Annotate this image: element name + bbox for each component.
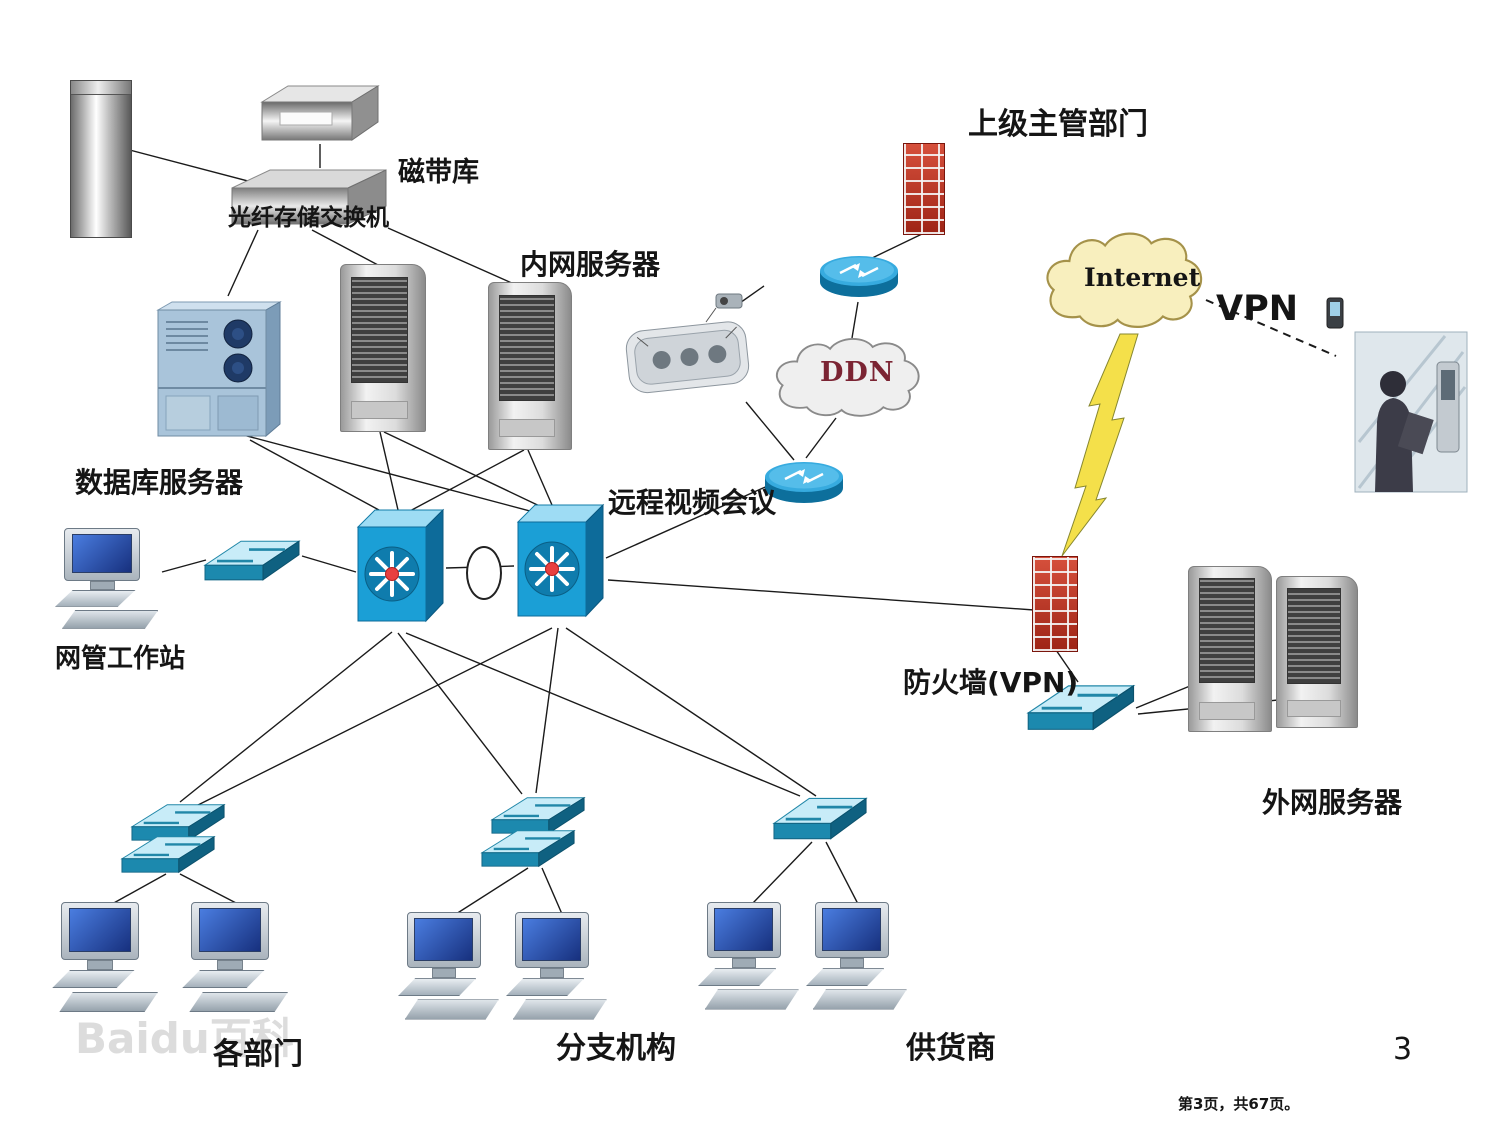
label-superior-department: 上级主管部门 bbox=[968, 107, 1148, 142]
lightning-bolt bbox=[1061, 333, 1139, 557]
baidu-watermark: Baidu百科 bbox=[75, 1014, 294, 1063]
desk-base bbox=[704, 989, 799, 1010]
label-tape-library: 磁带库 bbox=[398, 157, 479, 188]
department-pc-2 bbox=[182, 902, 300, 1017]
keyboard bbox=[806, 968, 885, 986]
department-pc-1 bbox=[52, 902, 170, 1017]
branch-switch-1 bbox=[490, 793, 588, 837]
screen bbox=[199, 907, 262, 952]
desk-base bbox=[404, 999, 499, 1020]
monitor bbox=[64, 528, 141, 581]
monitor bbox=[814, 902, 889, 958]
video-conference-terminal bbox=[620, 292, 770, 407]
router-wan bbox=[818, 250, 900, 302]
database-server-cabinet bbox=[148, 296, 286, 440]
server-grille bbox=[498, 294, 555, 401]
desk-base bbox=[512, 999, 607, 1020]
department-switch-1 bbox=[130, 800, 228, 844]
desk-base bbox=[59, 991, 159, 1013]
monitor-stand bbox=[431, 968, 457, 979]
server-grille bbox=[1198, 578, 1255, 684]
label-external-server: 外网服务器 bbox=[1262, 786, 1403, 819]
keyboard bbox=[182, 969, 265, 989]
firewall-superior bbox=[903, 143, 945, 235]
keyboard bbox=[698, 968, 777, 986]
intranet-server-tower-1 bbox=[340, 264, 426, 432]
label-nms-workstation: 网管工作站 bbox=[55, 644, 186, 674]
label-suppliers: 供货商 bbox=[906, 1031, 996, 1066]
ddn-cloud bbox=[770, 336, 925, 420]
screen bbox=[69, 907, 132, 952]
core-switch-2 bbox=[512, 498, 607, 628]
keyboard bbox=[506, 978, 585, 996]
screen bbox=[714, 907, 774, 951]
workgroup-switch bbox=[203, 536, 303, 584]
screen bbox=[71, 533, 133, 574]
branch-pc-1 bbox=[398, 912, 510, 1024]
supplier-pc-2 bbox=[806, 902, 918, 1014]
keyboard bbox=[55, 589, 136, 607]
server-grille bbox=[1286, 587, 1341, 684]
page-number: 3 bbox=[1393, 1032, 1413, 1067]
desk-base bbox=[61, 609, 159, 629]
server-panel bbox=[351, 401, 409, 420]
monitor-stand bbox=[217, 959, 244, 970]
screen bbox=[522, 917, 582, 961]
label-branch-offices: 分支机构 bbox=[556, 1031, 676, 1066]
desk-base bbox=[189, 991, 289, 1013]
server-panel bbox=[1286, 700, 1341, 717]
server-panel bbox=[498, 419, 555, 438]
server-panel bbox=[1198, 701, 1255, 720]
core-switch-1 bbox=[352, 503, 447, 633]
fiber-storage-switch-device bbox=[226, 166, 394, 230]
external-switch bbox=[1026, 680, 1138, 734]
slide-footer: 第3页，共67页。 bbox=[1178, 1095, 1300, 1113]
monitor-stand bbox=[839, 958, 865, 969]
label-fiber-storage-switch: 光纤存储交换机 bbox=[228, 205, 389, 231]
label-vpn: VPN bbox=[1216, 289, 1299, 329]
external-server-tower-1 bbox=[1188, 566, 1272, 732]
monitor-stand bbox=[539, 968, 565, 979]
desk-base bbox=[812, 989, 907, 1010]
supplier-pc-1 bbox=[698, 902, 810, 1014]
label-database-server: 数据库服务器 bbox=[75, 466, 244, 499]
keyboard bbox=[52, 969, 135, 989]
firewall-vpn-device bbox=[1032, 556, 1078, 652]
tape-library-device bbox=[256, 82, 384, 144]
monitor-stand bbox=[89, 580, 115, 590]
keyboard bbox=[398, 978, 477, 996]
nms-workstation-pc bbox=[55, 528, 170, 633]
label-departments: 各部门 bbox=[213, 1037, 303, 1072]
branch-pc-2 bbox=[506, 912, 618, 1024]
storage-cabinet bbox=[70, 80, 132, 238]
internet-cloud bbox=[1040, 230, 1208, 332]
supplier-switch bbox=[772, 793, 870, 843]
intranet-server-tower-2 bbox=[488, 282, 572, 450]
monitor bbox=[191, 902, 270, 960]
remote-users-photo bbox=[1325, 292, 1470, 497]
screen bbox=[414, 917, 474, 961]
cabinet-top bbox=[71, 81, 131, 96]
monitor bbox=[514, 912, 589, 968]
monitor bbox=[406, 912, 481, 968]
label-internet: Internet bbox=[1084, 263, 1201, 292]
department-switch-2 bbox=[120, 832, 218, 876]
label-intranet-server: 内网服务器 bbox=[520, 248, 661, 281]
label-firewall-vpn: 防火墙(VPN) bbox=[903, 666, 1079, 699]
screen bbox=[822, 907, 882, 951]
router-ddn bbox=[763, 456, 845, 508]
external-server-tower-2 bbox=[1276, 576, 1358, 728]
server-grille bbox=[351, 276, 409, 383]
fiber-link-ring bbox=[466, 546, 502, 600]
monitor bbox=[706, 902, 781, 958]
branch-switch-2 bbox=[480, 826, 578, 870]
vpn-dashed-link bbox=[1205, 299, 1337, 357]
monitor bbox=[61, 902, 140, 960]
label-remote-video-conference: 远程视频会议 bbox=[608, 486, 777, 519]
monitor-stand bbox=[731, 958, 757, 969]
label-ddn: DDN bbox=[820, 357, 895, 388]
monitor-stand bbox=[87, 959, 114, 970]
